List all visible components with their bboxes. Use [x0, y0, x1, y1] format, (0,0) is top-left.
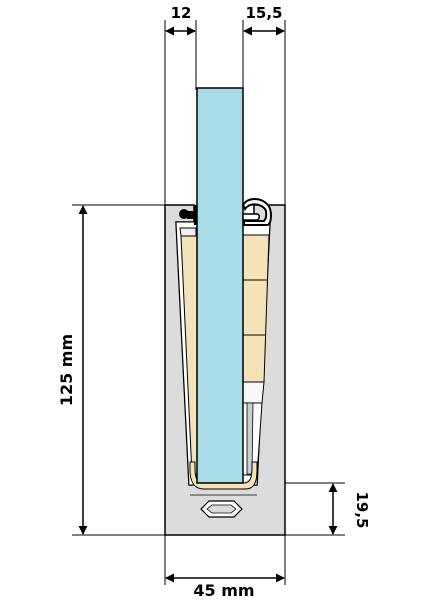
dimension-profile-height: 125 mm	[57, 334, 76, 406]
right-wedge-upper	[242, 234, 270, 383]
glass-panel	[196, 87, 244, 484]
dimension-base-height: 19,5	[353, 491, 371, 528]
left-gasket	[179, 205, 197, 225]
height-dimension	[72, 204, 165, 536]
dimension-profile-width: 45 mm	[193, 581, 254, 600]
top-extension-lines	[164, 20, 286, 205]
dimension-top-right-gap: 15,5	[245, 4, 282, 22]
base-slot-inner	[206, 504, 237, 514]
left-wedge-top	[179, 227, 197, 237]
right-wedge-mid	[242, 381, 265, 404]
right-gasket	[241, 198, 272, 226]
right-gasket-lip	[242, 213, 260, 221]
dimension-glass-thickness: 12	[171, 4, 192, 22]
width-dimension	[164, 535, 286, 585]
